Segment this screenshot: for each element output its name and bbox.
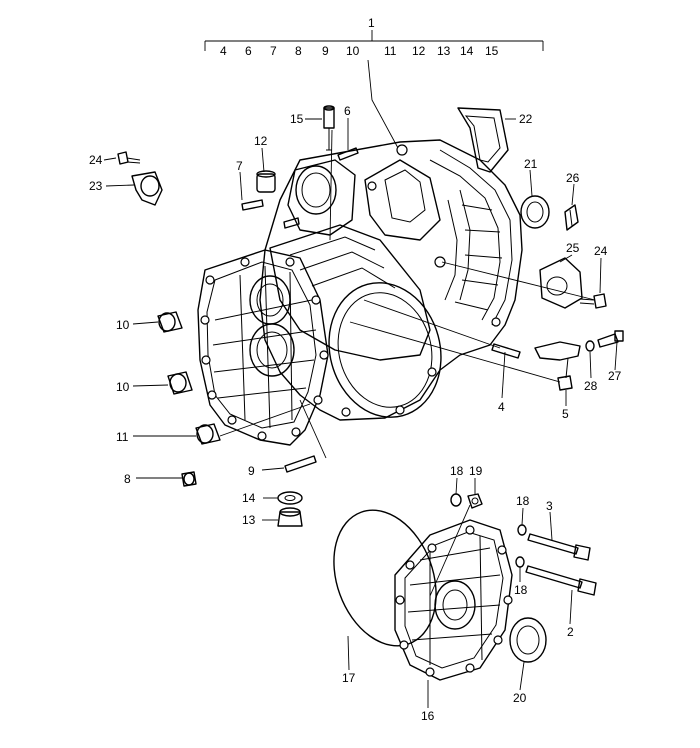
cover-part-22 (457, 107, 509, 173)
stud-part-4 (491, 343, 521, 359)
callout-10-lower: 10 (116, 380, 130, 394)
callout-9: 9 (248, 464, 255, 478)
washer-part-18-top (450, 493, 462, 507)
seal-part-20 (509, 617, 547, 663)
washer-part-14 (277, 491, 303, 505)
assembly-part-label: 14 (460, 44, 474, 58)
assembly-part-label: 7 (270, 44, 277, 58)
bushing-part-11 (195, 423, 221, 445)
callout-25: 25 (566, 241, 580, 255)
callout-5: 5 (562, 407, 569, 421)
assembly-part-label: 9 (322, 44, 329, 58)
washer-part-18-mid (517, 524, 527, 536)
callout-14: 14 (242, 491, 256, 505)
callout-8: 8 (124, 472, 131, 486)
callout-17: 17 (342, 671, 356, 685)
bolt-part-27 (597, 330, 624, 348)
callout-16: 16 (421, 709, 435, 723)
assembly-bracket: 1 4 6 7 8 9 10 11 12 13 14 15 (204, 16, 544, 149)
callout-21: 21 (524, 157, 538, 171)
callout-26: 26 (566, 171, 580, 185)
assembly-part-label: 8 (295, 44, 302, 58)
assembly-part-label: 6 (245, 44, 252, 58)
callout-18-top: 18 (450, 464, 464, 478)
stud-part-neck (283, 217, 300, 229)
callout-12: 12 (254, 134, 268, 148)
leader-lines (103, 118, 618, 708)
stud-part-6 (337, 147, 359, 161)
callout-10-upper: 10 (116, 318, 130, 332)
callout-7: 7 (236, 159, 243, 173)
bolt-part-24-upper (117, 151, 141, 165)
sleeve-part-12 (256, 170, 276, 193)
callout-24-upper: 24 (89, 153, 103, 167)
bushing-part-10-upper (157, 311, 183, 333)
o-ring-part-17 (333, 509, 437, 647)
assembly-label: 1 (368, 16, 375, 30)
callout-3: 3 (546, 499, 553, 513)
callout-4: 4 (498, 400, 505, 414)
assembly-part-label: 11 (384, 44, 397, 58)
callout-18-low: 18 (514, 583, 528, 597)
callout-15: 15 (290, 112, 304, 126)
assembly-part-label: 13 (437, 44, 451, 58)
washer-part-28 (585, 340, 595, 352)
bolt-part-24-lower (579, 293, 607, 309)
stud-part-7 (241, 199, 264, 211)
bushing-part-10-lower (167, 371, 193, 395)
callout-22: 22 (519, 112, 533, 126)
nut-part-19 (467, 493, 483, 509)
assembly-part-label: 4 (220, 44, 227, 58)
breather-part (323, 105, 335, 151)
assembly-part-label: 10 (346, 44, 360, 58)
callout-27: 27 (608, 369, 622, 383)
callout-11: 11 (116, 430, 129, 444)
bolt-part-3 (527, 533, 591, 561)
callout-18-mid: 18 (516, 494, 530, 508)
front-cover-part-16 (394, 519, 513, 681)
callout-20: 20 (513, 691, 527, 705)
callout-2: 2 (567, 625, 574, 639)
transmission-housing (197, 139, 523, 446)
plug-part-13 (277, 507, 303, 527)
callout-24-lower: 24 (594, 244, 608, 258)
callout-6: 6 (344, 104, 351, 118)
seal-part-21 (520, 195, 550, 229)
callout-labels: 15 6 22 12 24 23 7 21 26 25 24 10 10 11 … (89, 104, 622, 723)
stud-part-9 (284, 455, 317, 473)
callout-13: 13 (242, 513, 256, 527)
flange-part-23 (131, 171, 163, 206)
bolt-part-2 (525, 565, 597, 596)
callout-23: 23 (89, 179, 103, 193)
plug-part-8 (181, 471, 197, 487)
callout-19: 19 (469, 464, 483, 478)
assembly-part-label: 12 (412, 44, 426, 58)
assembly-part-label: 15 (485, 44, 499, 58)
bracket-part-5 (534, 341, 581, 391)
clip-part-26 (564, 204, 579, 231)
guide-part-25 (539, 257, 583, 309)
callout-28: 28 (584, 379, 598, 393)
washer-part-18-low (515, 556, 525, 568)
